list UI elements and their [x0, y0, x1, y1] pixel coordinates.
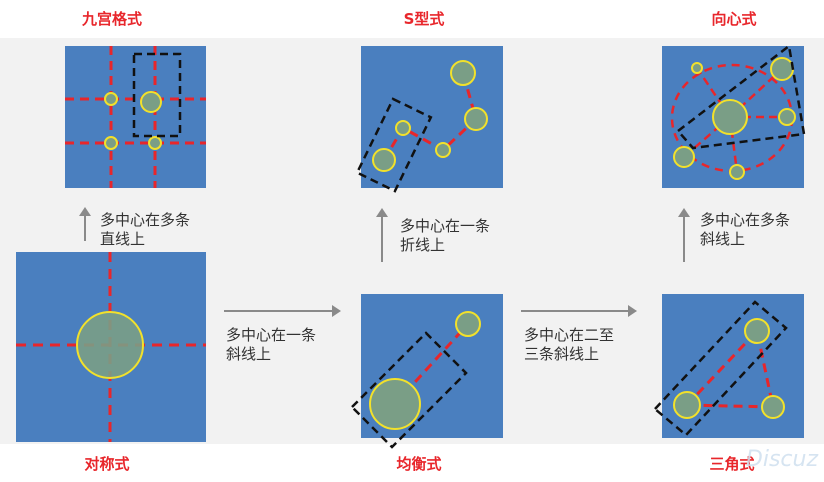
s-type-circle [435, 142, 451, 158]
label-line: 多中心在一条 [400, 217, 491, 235]
title-s-type: S型式 [403, 10, 445, 28]
centripetal-circle [770, 57, 794, 81]
label-up-right: 多中心在多条 斜线上 [700, 211, 790, 249]
arrow-right-1 [224, 305, 341, 317]
label-line: 多中心在二至 [524, 326, 615, 344]
triangle-circle [744, 318, 770, 344]
s-type-circle [450, 60, 476, 86]
centripetal-circle [778, 108, 796, 126]
label-line: 折线上 [400, 236, 446, 254]
arrow-up-left [79, 207, 91, 241]
nine-grid-circle [104, 92, 118, 106]
title-triangle: 三角式 [709, 455, 755, 473]
balanced-circle [455, 311, 481, 337]
triangle-highlight-box [653, 300, 788, 437]
s-type-circle [372, 148, 396, 172]
label-line: 直线上 [100, 230, 146, 248]
nine-grid-circle [140, 91, 162, 113]
triangle-circle [673, 391, 701, 419]
label-line: 三条斜线上 [524, 345, 600, 363]
s-type-highlight-box [355, 97, 433, 193]
arrow-up-middle [376, 208, 388, 262]
label-up-middle: 多中心在一条 折线上 [400, 217, 490, 255]
label-line: 多中心在多条 [700, 211, 791, 229]
watermark: Discuz [745, 447, 818, 472]
centripetal-circle [712, 99, 748, 135]
centripetal-highlight-box [676, 43, 806, 150]
label-line: 斜线上 [700, 230, 746, 248]
panel-nine-grid [65, 46, 206, 188]
centripetal-circle [673, 146, 695, 168]
triangle-lines [685, 327, 775, 409]
label-line: 多中心在多条 [100, 211, 191, 229]
s-type-circle [395, 120, 411, 136]
s-type-circle [464, 107, 488, 131]
label-line: 斜线上 [226, 345, 272, 363]
title-symmetric: 对称式 [84, 455, 130, 473]
nine-grid-highlight-box [132, 52, 182, 138]
balanced-circle [369, 378, 421, 430]
label-line: 多中心在一条 [226, 326, 317, 344]
triangle-circle [761, 395, 785, 419]
nine-grid-circle [104, 136, 118, 150]
balanced-highlight-box [350, 331, 468, 449]
label-up-left: 多中心在多条 直线上 [100, 211, 190, 249]
arrow-right-2 [521, 305, 637, 317]
centripetal-circle [691, 62, 703, 74]
nine-grid-guides [65, 46, 206, 188]
symmetric-circle [76, 311, 144, 379]
label-right-1: 多中心在一条 斜线上 [226, 326, 316, 364]
label-right-2: 多中心在二至 三条斜线上 [524, 326, 614, 364]
arrow-up-right [678, 208, 690, 262]
centripetal-circle [729, 164, 745, 180]
title-nine-grid: 九宫格式 [81, 10, 142, 28]
title-balanced: 均衡式 [396, 455, 442, 473]
title-centripetal: 向心式 [711, 10, 757, 28]
nine-grid-circle [148, 136, 162, 150]
